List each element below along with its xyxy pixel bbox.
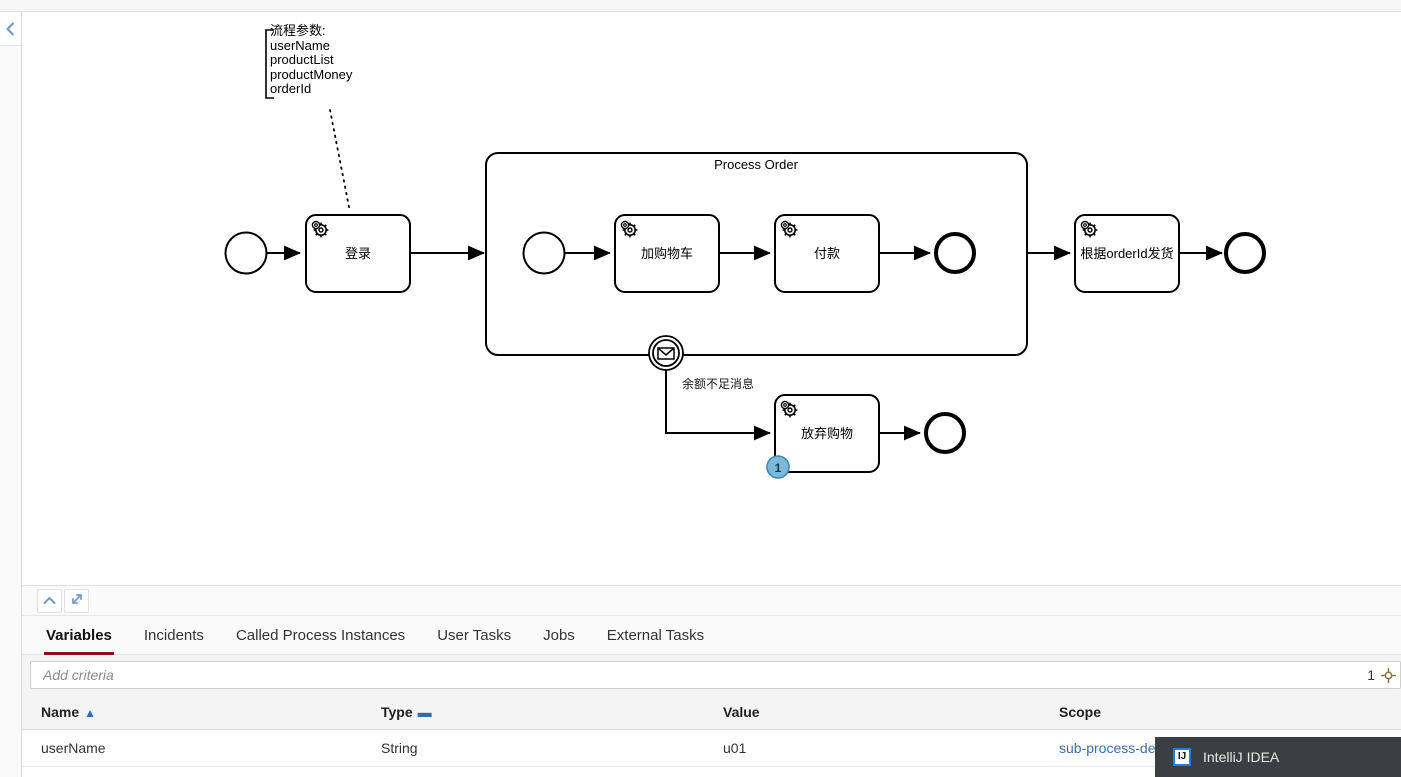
tab-incidents[interactable]: Incidents	[143, 627, 204, 644]
task-pay[interactable]: 付款	[774, 214, 880, 293]
subprocess-title: Process Order	[714, 157, 798, 172]
service-task-gear-icon	[311, 220, 329, 238]
service-task-gear-icon	[620, 220, 638, 238]
sort-none-icon[interactable]: ▬	[417, 704, 432, 720]
service-task-gear-icon	[780, 220, 798, 238]
instance-count-badge[interactable]: 1	[766, 455, 790, 479]
service-task-gear-icon	[780, 400, 798, 418]
start-event-sub[interactable]	[522, 231, 566, 275]
details-tab-bar: Variables Incidents Called Process Insta…	[22, 616, 1401, 655]
criteria-box[interactable]: 1	[30, 661, 1401, 689]
result-count: 1	[1367, 667, 1375, 683]
tab-external-tasks[interactable]: External Tasks	[606, 627, 705, 644]
message-boundary-event[interactable]	[648, 335, 684, 371]
panel-collapse-button[interactable]	[37, 589, 62, 613]
top-strip	[0, 0, 1401, 12]
message-event-icon	[657, 347, 675, 360]
intellij-idea-taskbar-item[interactable]: IJ IntelliJ IDEA	[1155, 737, 1401, 777]
intellij-idea-icon-label: IJ	[1177, 751, 1187, 762]
annotation-line-4: orderId	[270, 81, 311, 96]
chevron-up-icon	[43, 592, 56, 610]
panel-toolbar	[22, 586, 1401, 616]
end-event-sub[interactable]	[934, 232, 976, 274]
tab-user-tasks[interactable]: User Tasks	[437, 627, 512, 644]
tab-jobs[interactable]: Jobs	[543, 627, 575, 644]
cell-variable-name: userName	[22, 729, 362, 767]
task-add-to-cart[interactable]: 加购物车	[614, 214, 720, 293]
intellij-idea-icon: IJ	[1173, 748, 1191, 766]
task-ship-label: 根据orderId发货	[1080, 246, 1173, 261]
column-header-name[interactable]: Name▲	[22, 695, 362, 730]
service-task-gear-icon	[1080, 220, 1098, 238]
task-abandon-cart[interactable]: 放弃购物 1	[766, 394, 880, 479]
column-header-type[interactable]: Type▬	[362, 695, 704, 730]
column-header-value[interactable]: Value	[704, 695, 1040, 730]
tab-called-process-instances[interactable]: Called Process Instances	[235, 627, 406, 644]
task-login-label: 登录	[345, 246, 371, 261]
task-ship-by-orderid[interactable]: 根据orderId发货	[1074, 214, 1180, 293]
annotation-line-2: productList	[270, 52, 334, 67]
panel-expand-button[interactable]	[64, 589, 89, 613]
annotation-association-line	[329, 109, 351, 213]
chevron-left-icon	[5, 21, 16, 36]
task-login[interactable]: 登录	[305, 214, 411, 293]
task-abandon-label: 放弃购物	[801, 426, 853, 441]
criteria-row: 1	[22, 655, 1401, 695]
cell-variable-value: u01	[704, 729, 1040, 767]
instance-count-badge-label: 1	[775, 461, 782, 475]
bpmn-diagram-canvas[interactable]: 流程参数: userName productList productMoney …	[22, 12, 1401, 585]
intellij-idea-label: IntelliJ IDEA	[1203, 749, 1280, 765]
annotation-line-0: 流程参数:	[270, 23, 326, 38]
table-header-row: Name▲ Type▬ Value Scope	[22, 695, 1401, 730]
tab-variables[interactable]: Variables	[30, 628, 128, 655]
task-add-to-cart-label: 加购物车	[641, 246, 693, 261]
scope-link[interactable]: sub-process-de	[1059, 740, 1156, 756]
task-pay-label: 付款	[814, 246, 840, 261]
sequence-flow-boundary-to-abandon	[665, 370, 771, 441]
sort-ascending-icon[interactable]: ▲	[84, 706, 97, 720]
expand-diagonal-icon	[70, 592, 84, 611]
end-event-abandon[interactable]	[924, 412, 966, 454]
search-input[interactable]	[31, 662, 1368, 688]
sidebar-collapse-button[interactable]	[0, 12, 21, 46]
start-event-main[interactable]	[224, 231, 268, 275]
settings-icon[interactable]	[1381, 667, 1400, 683]
text-annotation[interactable]: 流程参数: userName productList productMoney …	[265, 23, 353, 213]
annotation-line-3: productMoney	[270, 67, 353, 82]
boundary-flow-label: 余额不足消息	[682, 376, 754, 391]
annotation-line-1: userName	[270, 38, 330, 53]
column-header-scope[interactable]: Scope	[1040, 695, 1401, 730]
end-event-main[interactable]	[1224, 232, 1266, 274]
cell-variable-type: String	[362, 729, 704, 767]
left-rail	[0, 12, 22, 777]
